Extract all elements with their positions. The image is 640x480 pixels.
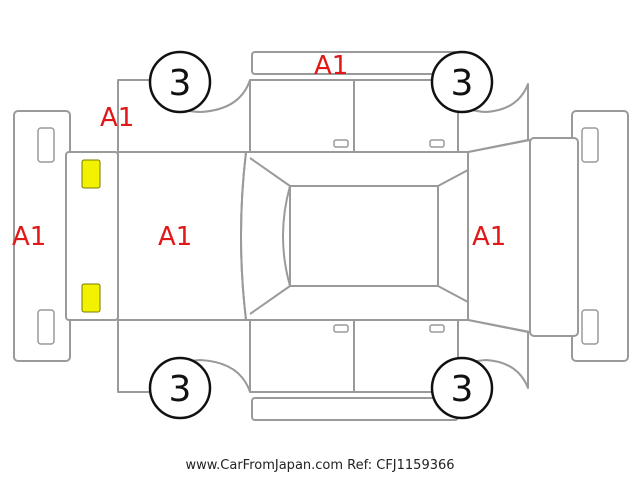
rear-end xyxy=(467,137,579,337)
wheel-grade: 3 xyxy=(451,369,474,410)
reference-footer: www.CarFromJapan.com Ref: CFJ1159366 xyxy=(185,458,455,473)
wheel-grade: 3 xyxy=(169,63,192,104)
front-left-light xyxy=(81,159,101,189)
damage-mark-left-front-fender: A1 xyxy=(100,103,134,133)
right-side xyxy=(117,319,529,421)
wheel-front-right: 3 xyxy=(148,356,212,420)
damage-mark-roof: A1 xyxy=(314,51,348,81)
damage-mark-hood: A1 xyxy=(158,222,192,252)
front-end xyxy=(65,151,119,321)
wheel-rear-left: 3 xyxy=(430,50,494,114)
damage-mark-rear-panel: A1 xyxy=(472,222,506,252)
left-side xyxy=(117,51,529,153)
damage-mark-front-bumper: A1 xyxy=(12,222,46,252)
cabin xyxy=(240,151,469,321)
wheel-rear-right: 3 xyxy=(430,356,494,420)
rear-bumper xyxy=(571,110,629,362)
wheel-grade: 3 xyxy=(169,369,192,410)
wheel-front-left: 3 xyxy=(148,50,212,114)
wheel-grade: 3 xyxy=(451,63,474,104)
front-right-light xyxy=(81,283,101,313)
